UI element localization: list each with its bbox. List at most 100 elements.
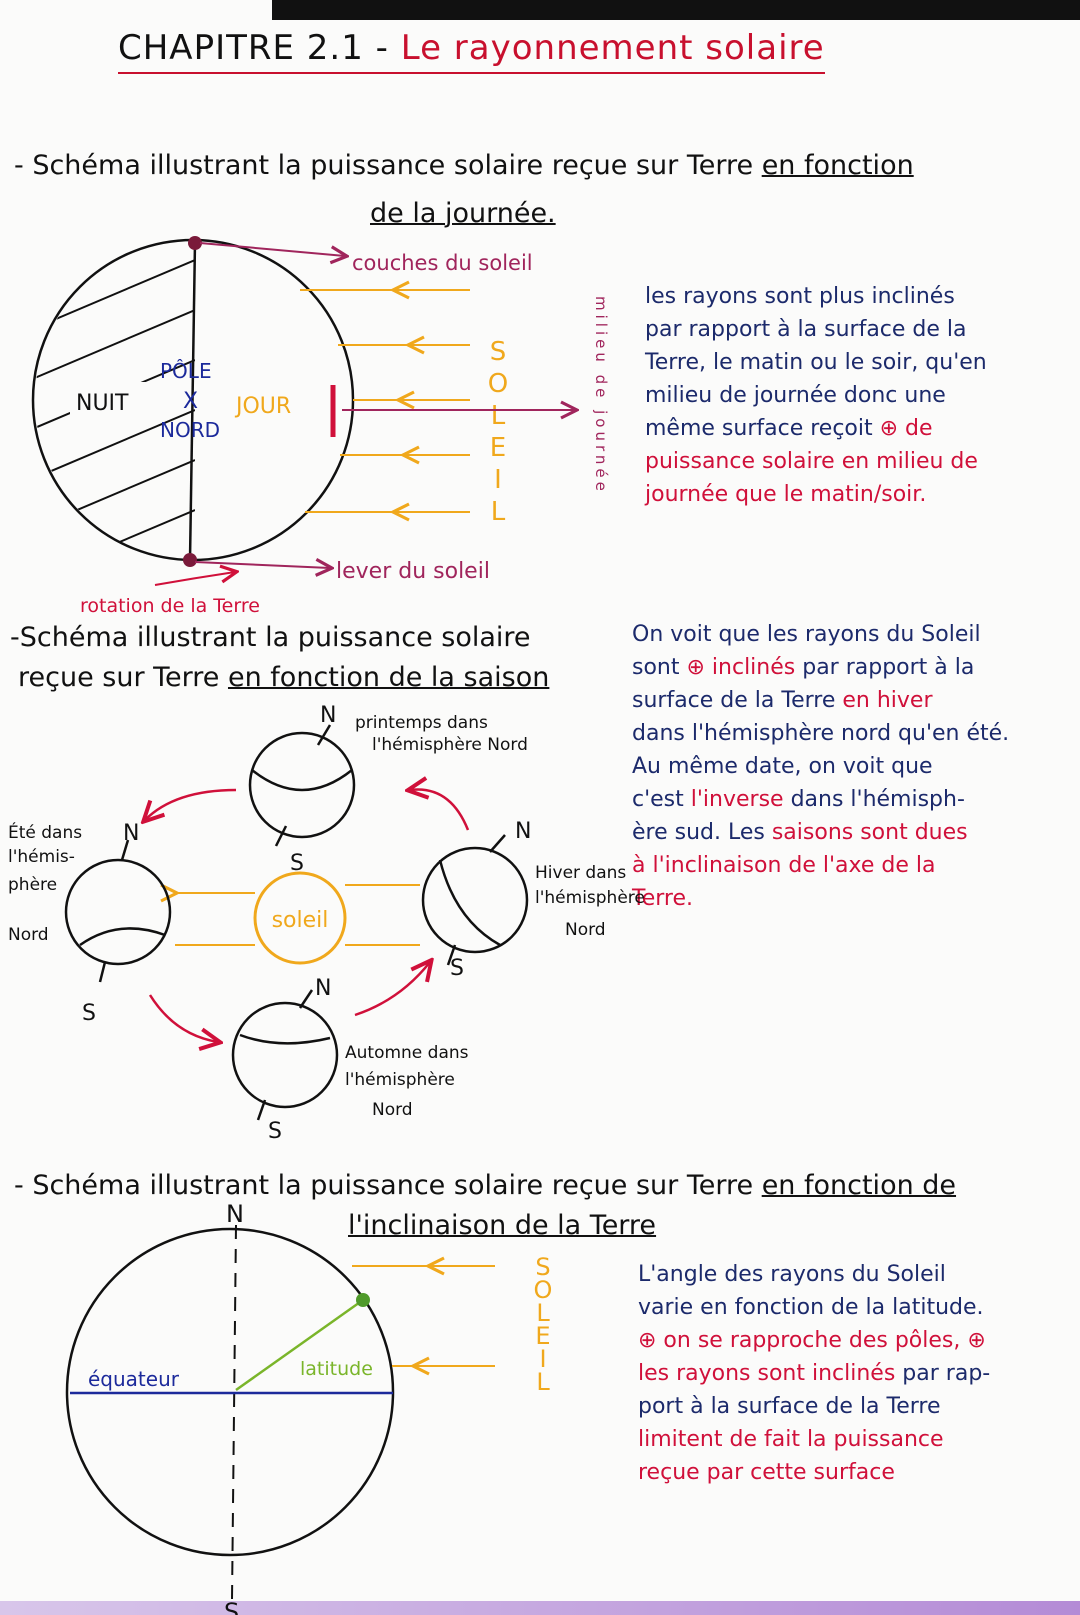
summer-label: Nord — [8, 925, 49, 945]
north-pole-label: N — [123, 821, 139, 846]
sun-letter: I — [494, 465, 502, 495]
text-segment: port à la surface de la Terre — [638, 1394, 941, 1419]
text-line: ⊕ on se rapproche des pôles, ⊕ — [638, 1324, 990, 1357]
text-segment: dans l'hémisph- — [783, 787, 965, 812]
text-segment: ère sud. Les — [632, 820, 772, 845]
pole-label: PÔLE — [160, 359, 212, 383]
winter-label: Nord — [565, 920, 606, 940]
sun-letter: I — [539, 1345, 546, 1373]
section2-heading: -Schéma illustrant la puissance solaire — [10, 622, 531, 653]
text-segment: par rapport à la surface de la — [645, 317, 967, 342]
text-line: même surface reçoit ⊕ de — [645, 412, 987, 445]
text-segment: surface de la Terre — [632, 688, 843, 713]
text-line: On voit que les rayons du Soleil — [632, 618, 1009, 651]
earth-autumn — [231, 989, 339, 1121]
sun-vertical-label: S O L E I L — [534, 1253, 553, 1396]
section1-heading-text: - Schéma illustrant la puissance solaire… — [14, 150, 762, 181]
spring-label: printemps dans — [355, 713, 488, 733]
text-line: sont ⊕ inclinés par rapport à la — [632, 651, 1009, 684]
summer-label: l'hémis- — [8, 847, 75, 867]
sun-label: soleil — [272, 908, 329, 933]
autumn-label: l'hémisphère — [345, 1070, 455, 1090]
text-segment: ⊕ on se rapproche des pôles, ⊕ — [638, 1328, 986, 1353]
text-line: ère sud. Les saisons sont dues — [632, 816, 1009, 849]
title-prefix: CHAPITRE 2.1 - — [118, 28, 401, 68]
earth-spring — [248, 724, 356, 847]
latitude-label: latitude — [300, 1358, 373, 1380]
sun-letter: L — [536, 1368, 550, 1396]
day-label: JOUR — [234, 394, 291, 419]
text-segment: L'angle des rayons du Soleil — [638, 1262, 946, 1287]
summer-label: phère — [8, 875, 57, 895]
text-segment: Au même date, on voit que — [632, 754, 933, 779]
section3-heading-underlined: en fonction de — [761, 1170, 957, 1201]
section1-explanation: les rayons sont plus inclinés par rapport… — [645, 280, 987, 511]
midday-label: milieu de journée — [592, 296, 610, 495]
sun-letter: L — [536, 1299, 550, 1327]
earth-axis — [231, 1224, 237, 1601]
text-line: c'est l'inverse dans l'hémisph- — [632, 783, 1009, 816]
rotation-label: rotation de la Terre — [80, 595, 260, 617]
south-pole-label: S — [450, 956, 464, 981]
earth-summer — [64, 839, 172, 983]
text-segment: varie en fonction de la latitude. — [638, 1295, 984, 1320]
text-line: Terre, le matin ou le soir, qu'en — [645, 346, 987, 379]
text-segment: par rapport à la — [795, 655, 975, 680]
text-line: surface de la Terre en hiver — [632, 684, 1009, 717]
sun-letter: E — [535, 1322, 550, 1350]
sun-letter: O — [488, 369, 508, 399]
sunrise-point — [183, 553, 197, 567]
text-segment: journée que le matin/soir. — [645, 482, 927, 507]
text-segment: Terre, le matin ou le soir, qu'en — [645, 350, 987, 375]
text-segment: à l'inclinaison de l'axe de la — [632, 853, 936, 878]
sun-rays — [175, 885, 420, 946]
terminator-line — [188, 241, 197, 561]
night-hatching — [35, 259, 195, 560]
text-segment: limitent de fait la puissance — [638, 1427, 944, 1452]
text-segment: dans l'hémisphère nord qu'en été. — [632, 721, 1010, 746]
sun-rays — [300, 290, 470, 512]
sun-letter: E — [490, 433, 506, 463]
season-labels: printemps dans l'hémisphère Nord Été dan… — [8, 713, 645, 1120]
title-rest: Le rayonnement solaire — [400, 28, 825, 68]
text-segment: sont — [632, 655, 687, 680]
text-segment: par rap- — [895, 1361, 991, 1386]
night-label: NUIT — [76, 391, 129, 416]
text-line: port à la surface de la Terre — [638, 1390, 990, 1423]
winter-label: l'hémisphère — [535, 888, 645, 908]
section3-explanation: L'angle des rayons du Soleil varie en fon… — [638, 1258, 990, 1489]
sunrise-label: lever du soleil — [336, 559, 490, 584]
south-pole-label: S — [290, 851, 304, 876]
sun-letter: S — [490, 337, 507, 367]
text-line: limitent de fait la puissance — [638, 1423, 990, 1456]
section2-heading-line2: reçue sur Terre en fonction de la saison — [18, 662, 549, 693]
latitude-point — [356, 1293, 370, 1307]
latitude-diagram: N S équateur latitude S O L E I L — [65, 1200, 553, 1615]
south-pole-label: S — [82, 1001, 96, 1026]
equator-label: équateur — [88, 1367, 180, 1391]
text-segment: ⊕ de — [879, 416, 933, 441]
text-segment: même surface reçoit — [645, 416, 880, 441]
sun-letter: S — [535, 1253, 550, 1281]
latitude-radius — [235, 1298, 364, 1392]
photo-edge-dark — [272, 0, 1080, 20]
text-segment: c'est — [632, 787, 691, 812]
section3-heading: - Schéma illustrant la puissance solaire… — [14, 1170, 956, 1201]
orbit-arrows — [145, 790, 470, 1043]
rotation-arrow — [154, 572, 235, 586]
text-segment: puissance solaire en milieu de — [645, 449, 978, 474]
text-line: varie en fonction de la latitude. — [638, 1291, 990, 1324]
sunset-point — [188, 236, 202, 250]
text-segment: ⊕ inclinés — [686, 655, 796, 680]
sun-vertical-label: S O L E I L — [488, 337, 508, 527]
spring-label: l'hémisphère Nord — [372, 735, 528, 755]
north-pole-label: N — [320, 703, 336, 728]
section1-heading-line2: de la journée. — [370, 198, 556, 229]
text-line: Au même date, on voit que — [632, 750, 1009, 783]
text-line: les rayons sont plus inclinés — [645, 280, 987, 313]
summer-label: Été dans — [8, 821, 82, 843]
text-line: par rapport à la surface de la — [645, 313, 987, 346]
page-title: CHAPITRE 2.1 - Le rayonnement solaire — [118, 28, 825, 74]
